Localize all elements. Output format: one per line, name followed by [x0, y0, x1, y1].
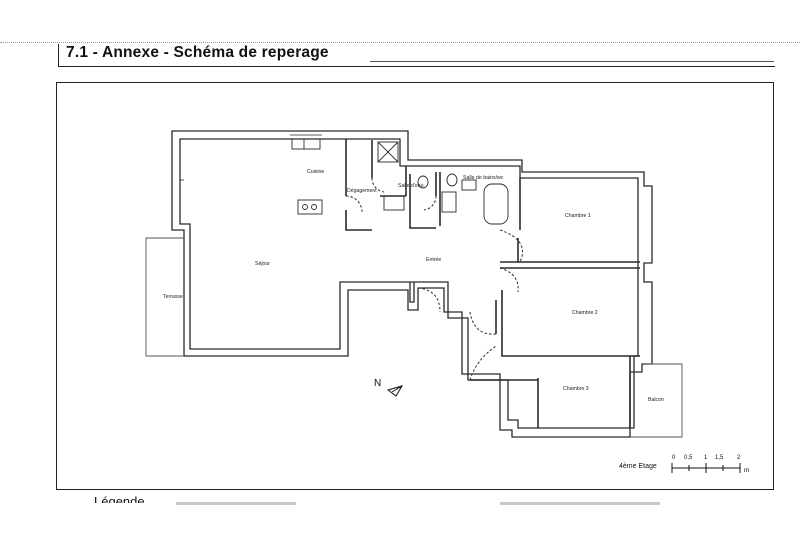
- room-label-entree: Entrée: [426, 257, 442, 263]
- room-label-salle-bains: Salle de bains/wc: [463, 175, 504, 181]
- fixtures: [291, 138, 509, 225]
- outer-walls: [171, 130, 653, 438]
- windows: [180, 134, 322, 181]
- room-label-salle-eau: Salle d'eau: [398, 183, 424, 189]
- room-label-sejour: Séjour: [255, 261, 270, 267]
- north-label: N: [374, 378, 382, 389]
- legend-heading: Légende: [94, 494, 145, 503]
- room-label-terrasse: Terrasse: [163, 294, 183, 300]
- room-label-chambre-2: Chambre 2: [572, 310, 598, 316]
- scan-artifact: [176, 502, 296, 505]
- scale-tick-1-5: 1,5: [715, 455, 724, 461]
- room-label-chambre-3: Chambre 3: [563, 386, 589, 392]
- scale-unit: m: [744, 467, 750, 474]
- plan-frame: [56, 82, 774, 490]
- interior-walls: [345, 139, 640, 428]
- scan-top-dotted-line: [0, 42, 800, 47]
- room-label-degagement: Dégagement: [347, 188, 377, 194]
- title-rule: [370, 61, 774, 62]
- page-title: 7.1 - Annexe - Schéma de reperage: [66, 44, 329, 61]
- scale-tick-2: 2: [737, 455, 741, 461]
- door-swings: [345, 177, 523, 381]
- outdoor-areas: [145, 237, 683, 438]
- scale-tick-1: 1: [704, 455, 708, 461]
- room-label-balcon: Balcon: [648, 397, 664, 403]
- scan-artifact: [500, 502, 660, 505]
- room-label-chambre-1: Chambre 1: [565, 213, 591, 219]
- floor-label: 4ème Etage: [619, 463, 657, 470]
- room-label-cuisine: Cuisine: [307, 169, 325, 175]
- scale-tick-0: 0: [672, 455, 676, 461]
- scale-bar: [671, 463, 741, 473]
- scale-tick-0-5: 0,5: [684, 455, 693, 461]
- north-arrow-icon: [386, 385, 404, 397]
- title-box: [58, 44, 775, 67]
